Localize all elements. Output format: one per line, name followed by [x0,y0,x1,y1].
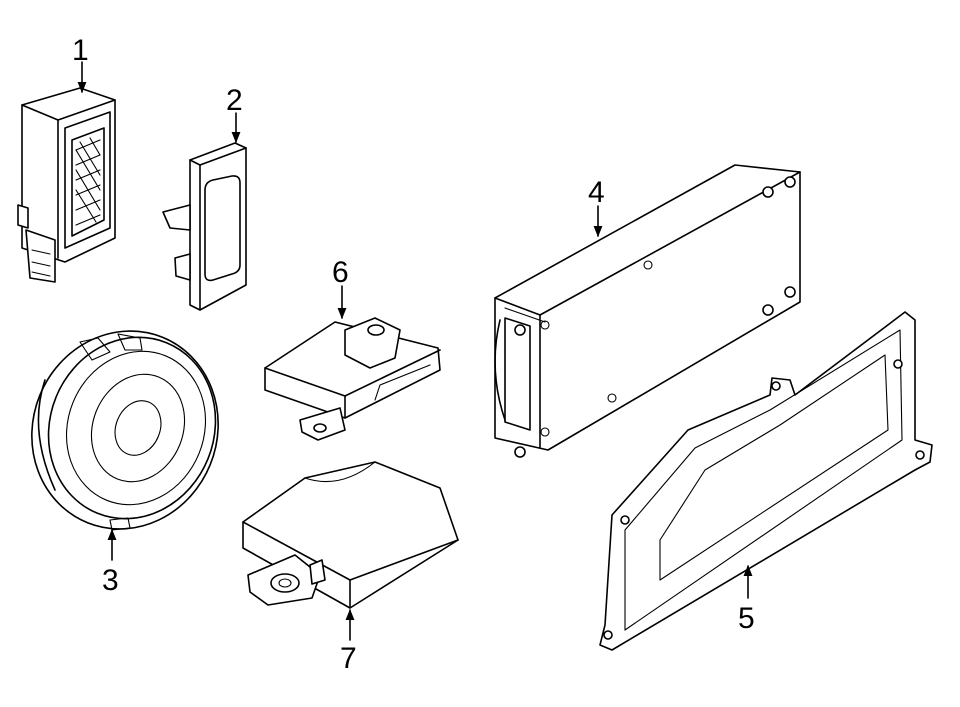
part-1-tweeter [17,87,116,283]
callout-4: 4 [588,176,605,238]
callout-label-2: 2 [226,84,243,117]
part-6-module [264,317,441,441]
callout-label-1: 1 [72,34,89,67]
callout-label-6: 6 [332,256,349,289]
callout-label-5: 5 [738,602,755,635]
callout-1: 1 [72,34,89,94]
callout-7: 7 [340,608,357,675]
callout-5: 5 [738,564,755,635]
part-5-plate [599,311,933,651]
callout-label-7: 7 [340,642,357,675]
callout-label-4: 4 [588,176,605,209]
callout-2: 2 [226,84,243,144]
callout-6: 6 [332,256,349,320]
callout-3: 3 [102,528,119,597]
part-7-module [242,461,459,609]
part-3-speaker [31,330,219,531]
part-4-amplifier [494,164,801,458]
part-2-bracket [162,142,247,311]
callout-label-3: 3 [102,564,119,597]
